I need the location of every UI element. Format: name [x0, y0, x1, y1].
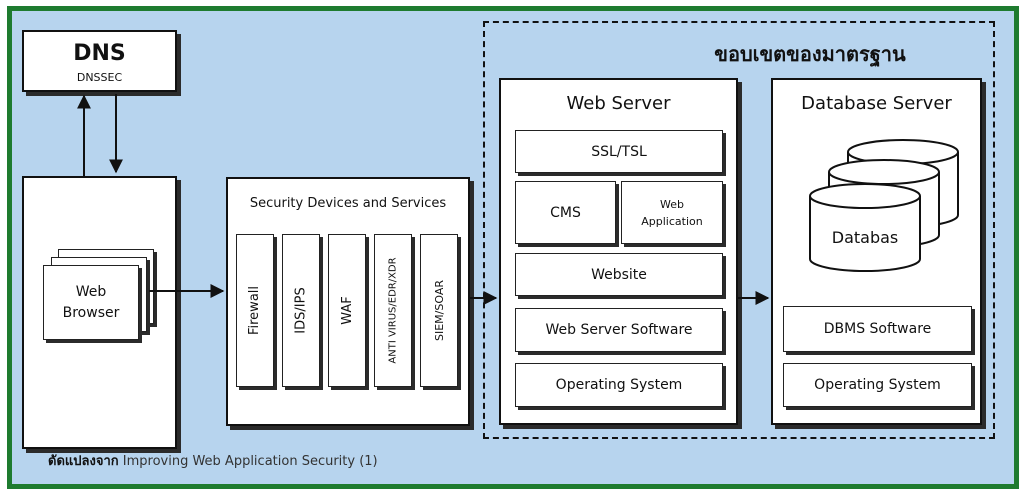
source-caption: ดัดแปลงจาก Improving Web Application Sec…	[48, 450, 378, 471]
dbms-software-layer: DBMS Software	[783, 306, 972, 352]
standard-scope-title: ขอบเขตของมาตรฐาน	[714, 42, 906, 66]
web-server-title: Web Server	[566, 93, 671, 114]
ids-ips-column: IDS/IPS	[282, 234, 320, 387]
database-server-title: Database Server	[801, 93, 952, 114]
source-caption-prefix: ดัดแปลงจาก	[48, 454, 119, 469]
web-server-box: Web Server SSL/TSL CMS Web Application W…	[499, 78, 738, 425]
database-label: Databas	[831, 228, 899, 247]
database-cylinder-front	[809, 183, 921, 272]
dns-title: DNS	[73, 41, 126, 66]
website-layer: Website	[515, 253, 723, 296]
antivirus-column: ANTI VIRUS/EDR/XDR	[374, 234, 412, 387]
security-devices-box: Security Devices and Services Firewall I…	[226, 177, 470, 426]
standard-scope-boundary	[483, 21, 995, 439]
source-caption-text: Improving Web Application Security (1)	[118, 454, 378, 469]
ssl-tsl-layer: SSL/TSL	[515, 130, 723, 173]
firewall-column: Firewall	[236, 234, 274, 387]
web-application-label-1: Web	[660, 197, 684, 211]
client-box: Web Browser	[22, 176, 177, 449]
database-server-box: Database Server DBMS Software Operating …	[771, 78, 982, 425]
dns-box: DNS DNSSEC	[22, 30, 177, 92]
web-server-os-layer: Operating System	[515, 363, 723, 407]
database-server-os-layer: Operating System	[783, 363, 972, 407]
web-browser-label-2: Browser	[62, 304, 120, 321]
web-application-component: Web Application	[621, 181, 723, 244]
cms-component: CMS	[515, 181, 616, 244]
dns-subtitle: DNSSEC	[76, 71, 123, 84]
web-browser: Web Browser	[43, 265, 139, 340]
web-application-label-2: Application	[641, 214, 703, 228]
web-browser-label-1: Web	[75, 283, 107, 300]
web-server-software-layer: Web Server Software	[515, 308, 723, 352]
siem-soar-column: SIEM/SOAR	[420, 234, 458, 387]
waf-column: WAF	[328, 234, 366, 387]
security-devices-title: Security Devices and Services	[249, 196, 447, 211]
